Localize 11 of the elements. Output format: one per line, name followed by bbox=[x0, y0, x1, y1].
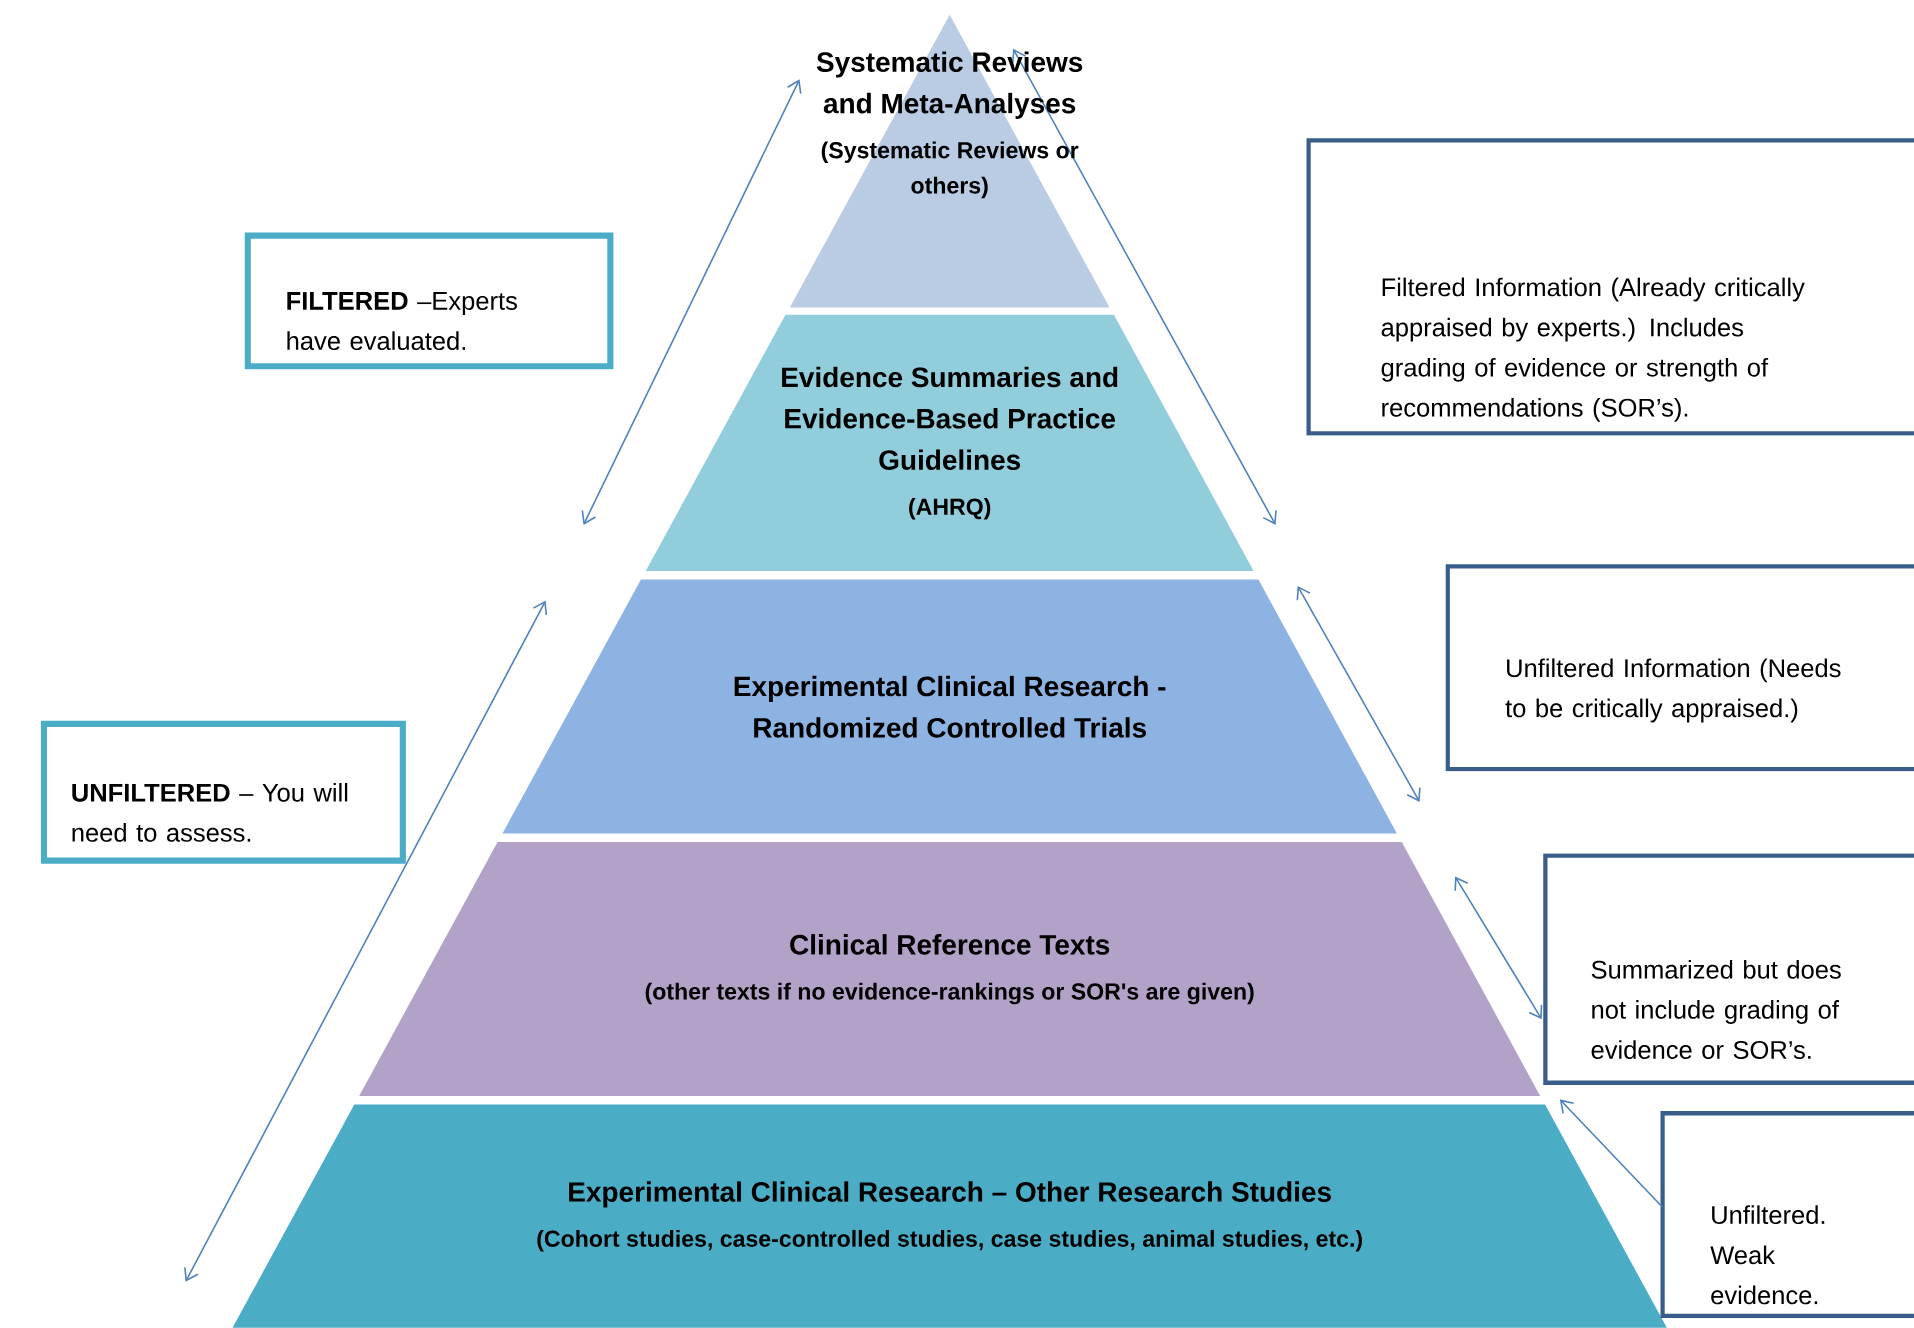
pyramid-level: Clinical Reference Texts (other texts if no evidence-rankings or SOR's are given) bbox=[359, 842, 1541, 1096]
text-box: Unfiltered Information (Needs to be critically appraised.) bbox=[1445, 564, 1914, 772]
text-box: Filtered Information (Already critically appraised by experts.) Includes grading of evidence or strength of recommendations (SOR’s). bbox=[1306, 138, 1914, 436]
arrow bbox=[1559, 1099, 1664, 1208]
pyramid-level: Experimental Clinical Research - Randomized Controlled Trials bbox=[502, 579, 1397, 834]
text-box: UNFILTERED – You will need to assess. bbox=[40, 720, 406, 864]
pyramid-level: Experimental Clinical Research – Other Research Studies (Cohort studies, case-controlled studies, case studies, animal studies, etc.) bbox=[232, 1104, 1667, 1328]
text-box: FILTERED –Experts have evaluated. bbox=[244, 232, 614, 370]
text-box: Unfiltered. Weak evidence. bbox=[1660, 1111, 1914, 1318]
text-box: Summarized but does not include grading of evidence or SOR’s. bbox=[1543, 853, 1914, 1085]
pyramid-level: Evidence Summaries and Evidence-Based Practice Guidelines (AHRQ) bbox=[645, 314, 1254, 571]
